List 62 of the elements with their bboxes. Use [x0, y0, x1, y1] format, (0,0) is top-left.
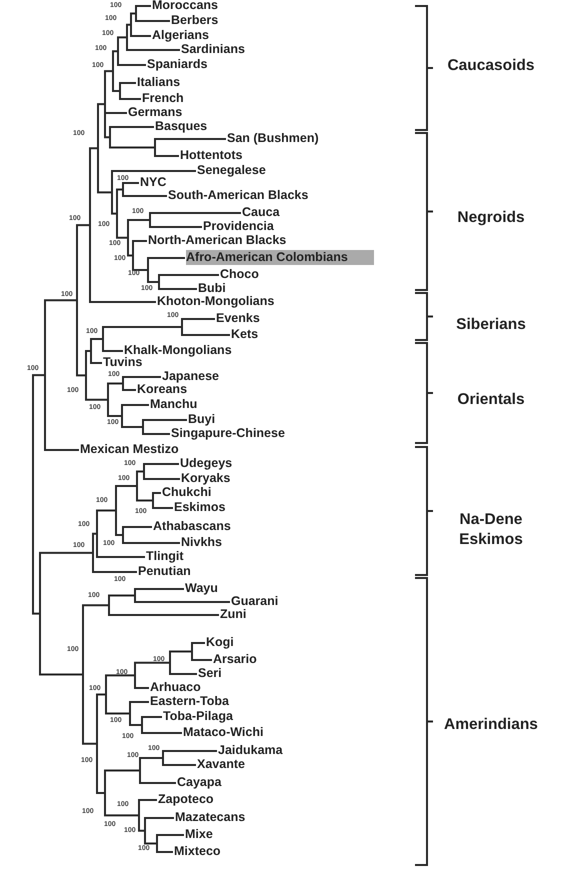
population-label: Providencia: [203, 219, 274, 234]
population-label: Tuvins: [103, 355, 142, 370]
population-label: Mataco-Wichi: [183, 725, 264, 740]
population-label: Bubi: [198, 281, 226, 296]
population-label: Sardinians: [181, 42, 245, 57]
population-label: Athabascans: [153, 519, 231, 534]
population-label: Khoton-Mongolians: [157, 294, 274, 309]
population-label: Eastern-Toba: [150, 694, 229, 709]
population-label: Zapoteco: [158, 792, 214, 807]
population-label: Spaniards: [147, 57, 208, 72]
group-label: Siberians: [455, 315, 527, 335]
population-label: Xavante: [197, 757, 245, 772]
population-label: Senegalese: [197, 163, 266, 178]
group-label: Caucasoids: [446, 56, 536, 76]
population-label: Eskimos: [174, 500, 226, 515]
population-label: Seri: [198, 666, 222, 681]
population-label: Mixteco: [174, 844, 221, 859]
population-label: Basques: [155, 119, 208, 134]
population-label: Chukchi: [162, 485, 212, 500]
population-label: Guarani: [231, 594, 278, 609]
population-label: Japanese: [162, 369, 219, 384]
population-label: Khalk-Mongolians: [124, 343, 232, 357]
population-label: Algerians: [152, 28, 209, 43]
population-label: Choco: [220, 267, 259, 282]
population-label: Singapure-Chinese: [171, 426, 285, 441]
population-label: Cayapa: [177, 775, 222, 790]
population-label: Germans: [128, 105, 182, 120]
population-label: Buyi: [188, 412, 216, 427]
population-label: Mixe: [185, 827, 213, 842]
population-label: Koreans: [137, 382, 188, 397]
group-label: Negroids: [456, 208, 526, 228]
population-label: Koryaks: [181, 471, 230, 486]
population-label: Kets: [231, 327, 258, 342]
population-label: Nivkhs: [181, 535, 222, 550]
population-label: Hottentots: [180, 148, 242, 163]
population-label: Berbers: [171, 13, 218, 28]
population-label: Wayu: [185, 581, 218, 596]
population-label: North-American Blacks: [148, 233, 286, 248]
population-label: Evenks: [216, 311, 260, 326]
population-label: South-American Blacks: [168, 188, 308, 203]
population-label: Cauca: [242, 205, 280, 220]
population-label: San (Bushmen): [227, 131, 319, 146]
group-label: Na-Dene Eskimos: [458, 510, 524, 550]
population-label: Manchu: [150, 397, 198, 412]
population-label: Mazatecans: [175, 810, 246, 825]
population-label: Zuni: [220, 607, 246, 622]
population-label: Italians: [137, 75, 180, 90]
population-label: Jaidukama: [218, 743, 283, 758]
population-label: NYC: [140, 175, 166, 190]
population-label: Kogi: [206, 635, 234, 650]
population-label: Arhuaco: [150, 680, 201, 695]
population-label: Penutian: [138, 564, 191, 579]
population-label: Tlingit: [146, 549, 184, 564]
population-label: Udegeys: [180, 456, 232, 471]
population-label: French: [142, 91, 184, 106]
population-label: Arsario: [213, 652, 257, 667]
population-label: Mexican Mestizo: [80, 442, 179, 457]
highlighted-population-label: Afro-American Colombians: [186, 250, 374, 265]
group-label: Amerindians: [443, 715, 539, 735]
group-label: Orientals: [456, 390, 526, 410]
population-label: Toba-Pilaga: [163, 709, 233, 724]
population-label: Moroccans: [152, 0, 218, 13]
